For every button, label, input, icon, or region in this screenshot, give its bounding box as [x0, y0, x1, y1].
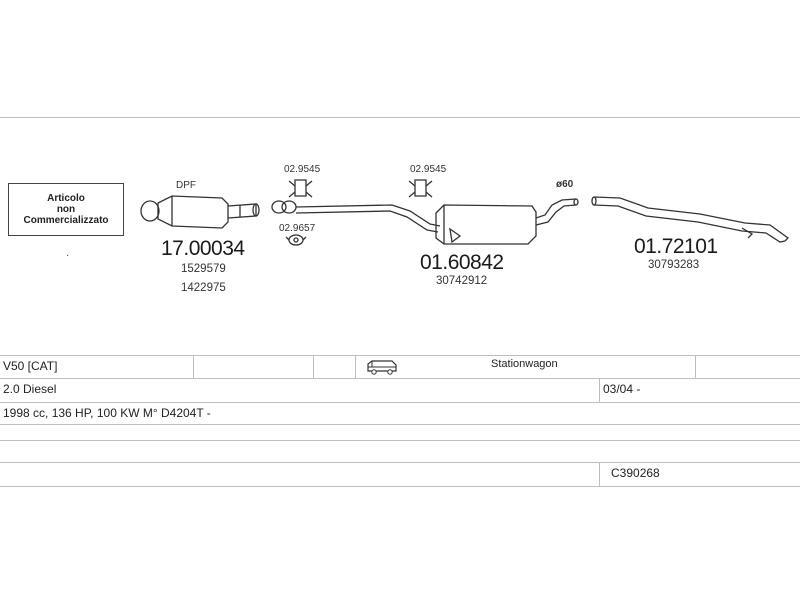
col-divider-3 [355, 355, 356, 378]
col-divider-2 [313, 355, 314, 378]
diagram-code: C390268 [611, 466, 660, 480]
note-line-2: non [56, 204, 76, 215]
row-divider-5 [0, 462, 800, 463]
dpf-part-icon [140, 195, 260, 229]
dot-marker: · [66, 250, 70, 261]
row-divider-4 [0, 440, 800, 441]
body-type: Stationwagon [491, 358, 558, 370]
exhaust-diagram [140, 179, 789, 246]
middle-silencer-icon [295, 198, 579, 245]
clamp-icon [271, 200, 297, 214]
row-divider-3 [0, 424, 800, 425]
vehicle-model: V50 [CAT] [3, 359, 58, 373]
engine-spec: 1998 cc, 136 HP, 100 KW M° D4204T - [3, 406, 211, 420]
dpf-ref-1: 1529579 [181, 263, 226, 275]
rubber-hanger-icon [288, 179, 313, 198]
note-line-3: Commercializzato [23, 215, 109, 226]
part-number-hanger-b: 02.9545 [410, 164, 447, 175]
engine-type: 2.0 Diesel [3, 382, 57, 396]
col-divider-1 [193, 355, 194, 378]
col-divider-5 [599, 378, 600, 402]
part-number-clamp: 02.9657 [279, 223, 316, 234]
top-border [0, 117, 800, 118]
part-number-dpf: 17.00034 [161, 237, 245, 260]
part-number-hanger-a: 02.9545 [284, 164, 321, 175]
dpf-ref-2: 1422975 [181, 282, 226, 294]
table-bottom-border [0, 486, 800, 487]
rear-pipe-icon [591, 196, 789, 243]
table-top-border [0, 355, 800, 356]
rear-ref: 30793283 [648, 259, 700, 271]
diameter-label: ø60 [556, 179, 574, 190]
production-date: 03/04 - [603, 382, 641, 396]
not-commercialized-box: Articolo non Commercializzato [8, 183, 124, 236]
gasket-icon [285, 234, 307, 246]
part-number-middle: 01.60842 [420, 251, 504, 274]
row-divider-1 [0, 378, 800, 379]
part-number-rear: 01.72101 [634, 235, 718, 258]
dpf-label: DPF [176, 180, 196, 191]
note-line-1: Articolo [47, 193, 85, 204]
col-divider-6 [599, 462, 600, 486]
middle-ref: 30742912 [436, 275, 488, 287]
van-icon [366, 359, 398, 380]
col-divider-4 [695, 355, 696, 378]
rubber-hanger-icon [408, 179, 433, 198]
row-divider-2 [0, 402, 800, 403]
